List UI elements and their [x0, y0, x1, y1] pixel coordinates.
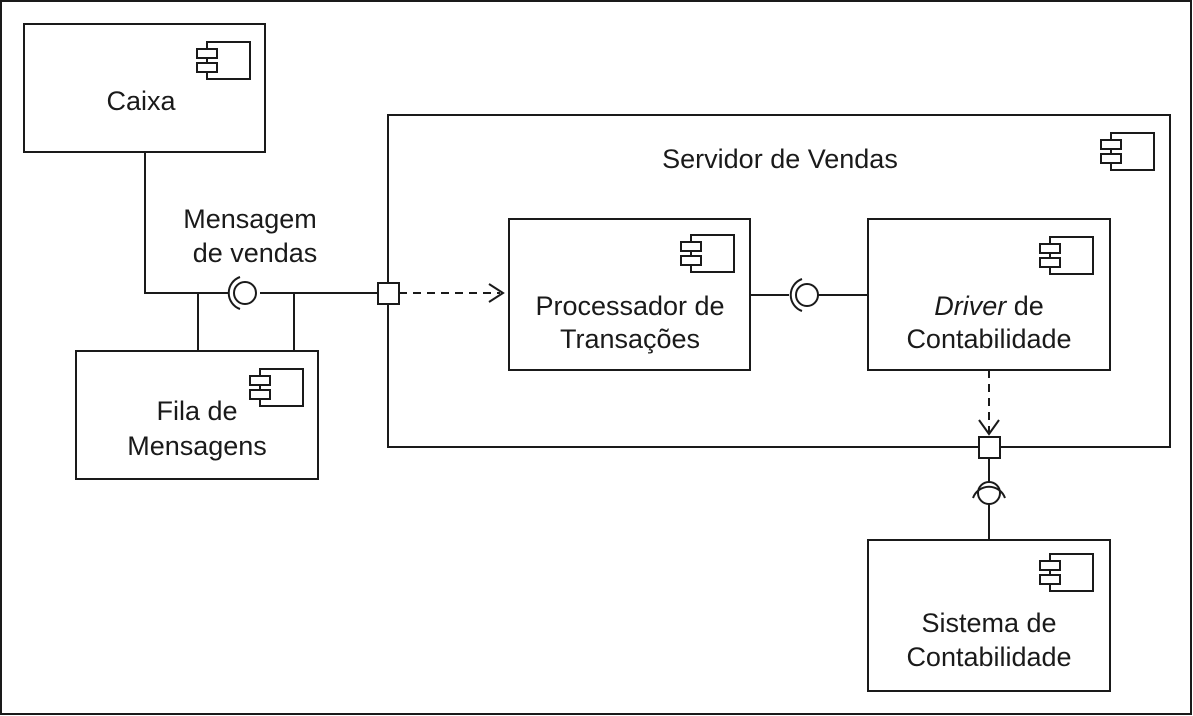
driver-label-line2: Contabilidade: [906, 324, 1071, 354]
mensagem-vendas-label-line1: Mensagem: [183, 204, 317, 234]
driver-label-rest: de: [1006, 291, 1044, 321]
mensagem-vendas-interface-ball: [233, 281, 257, 305]
fila-label-line1: Fila de: [156, 396, 237, 426]
processador-driver-interface-ball: [795, 283, 819, 307]
processador-driver-socket: [789, 278, 803, 312]
processador-label-line1: Processador de: [535, 291, 724, 321]
component-icon: [1039, 236, 1094, 275]
sistema-socket: [972, 485, 1006, 499]
caixa-connector: [144, 152, 229, 294]
component-icon: [1100, 132, 1155, 171]
driver-label-line1: Driver de: [934, 291, 1044, 321]
driver-label-italic: Driver: [934, 291, 1007, 321]
servidor-bottom-port: [978, 436, 1001, 459]
component-icon: [1039, 553, 1094, 592]
driver-to-port-arrowhead: [978, 419, 1000, 436]
servidor-left-port: [377, 282, 400, 305]
processador-label-line2: Transações: [560, 324, 700, 354]
fila-label-line2: Mensagens: [127, 431, 267, 461]
caixa-component: [23, 23, 266, 153]
component-icon: [680, 234, 735, 273]
component-icon: [196, 41, 251, 80]
servidor-label: Servidor de Vendas: [662, 144, 898, 174]
mensagem-vendas-socket: [227, 276, 241, 310]
component-icon: [249, 368, 304, 407]
sistema-label-line1: Sistema de: [921, 608, 1056, 638]
mensagem-vendas-label-line2: de vendas: [193, 238, 318, 268]
sistema-label-line2: Contabilidade: [906, 642, 1071, 672]
port-to-processador-arrowhead: [488, 283, 505, 303]
caixa-label: Caixa: [106, 86, 176, 116]
